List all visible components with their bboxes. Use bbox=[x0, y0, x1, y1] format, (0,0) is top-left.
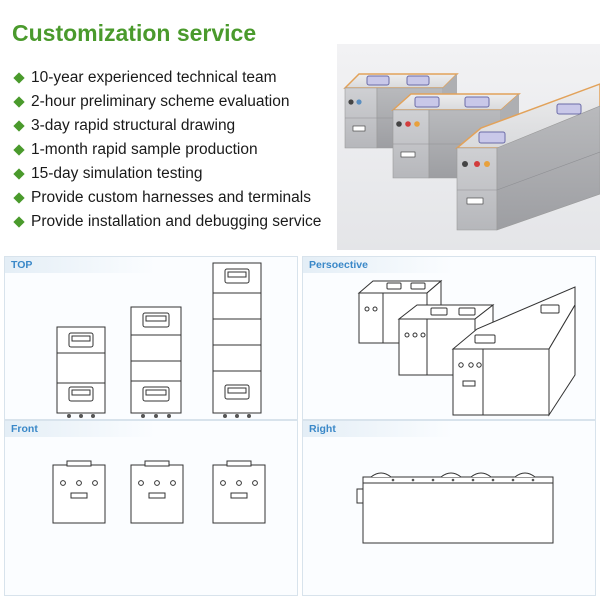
feature-item: 2-hour preliminary scheme evaluation bbox=[12, 90, 321, 114]
feature-item: 15-day simulation testing bbox=[12, 162, 321, 186]
feature-text: 15-day simulation testing bbox=[31, 165, 203, 182]
feature-item: 1-month rapid sample production bbox=[12, 138, 321, 162]
battery-product-render bbox=[337, 44, 600, 250]
panel-label-front: Front bbox=[5, 421, 155, 437]
diamond-bullet-icon bbox=[13, 216, 25, 228]
top-view-drawing bbox=[56, 262, 262, 418]
panel-right-view: Right bbox=[302, 420, 596, 596]
battery-side-outline bbox=[362, 476, 554, 544]
panel-label-right: Right bbox=[303, 421, 453, 437]
panel-front-view: Front bbox=[4, 420, 298, 596]
diamond-bullet-icon bbox=[13, 120, 25, 132]
feature-item: 3-day rapid structural drawing bbox=[12, 114, 321, 138]
panel-perspective-view: Persoective bbox=[302, 256, 596, 420]
page-title: Customization service bbox=[12, 20, 257, 46]
feature-item: Provide custom harnesses and terminals bbox=[12, 186, 321, 210]
feature-text: 10-year experienced technical team bbox=[31, 69, 277, 86]
right-view-drawing bbox=[356, 472, 554, 544]
feature-text: 2-hour preliminary scheme evaluation bbox=[31, 93, 290, 110]
feature-text: Provide installation and debugging servi… bbox=[31, 213, 322, 230]
diamond-bullet-icon bbox=[13, 168, 25, 180]
panel-label-perspective: Persoective bbox=[303, 257, 453, 273]
feature-text: Provide custom harnesses and terminals bbox=[31, 189, 311, 206]
feature-item: 10-year experienced technical team bbox=[12, 66, 321, 90]
front-view-drawing bbox=[52, 460, 266, 524]
feature-item: Provide installation and debugging servi… bbox=[12, 210, 321, 234]
diamond-bullet-icon bbox=[13, 192, 25, 204]
diamond-bullet-icon bbox=[13, 144, 25, 156]
diamond-bullet-icon bbox=[13, 96, 25, 108]
battery-render-illustration bbox=[343, 73, 600, 231]
feature-text: 1-month rapid sample production bbox=[31, 141, 258, 158]
perspective-view-drawing bbox=[357, 279, 576, 417]
feature-list: 10-year experienced technical team 2-hou… bbox=[12, 66, 321, 234]
panel-label-top: TOP bbox=[5, 257, 155, 273]
battery-large bbox=[454, 83, 600, 231]
diamond-bullet-icon bbox=[13, 72, 25, 84]
feature-text: 3-day rapid structural drawing bbox=[31, 117, 236, 134]
panel-top-view: TOP bbox=[4, 256, 298, 420]
